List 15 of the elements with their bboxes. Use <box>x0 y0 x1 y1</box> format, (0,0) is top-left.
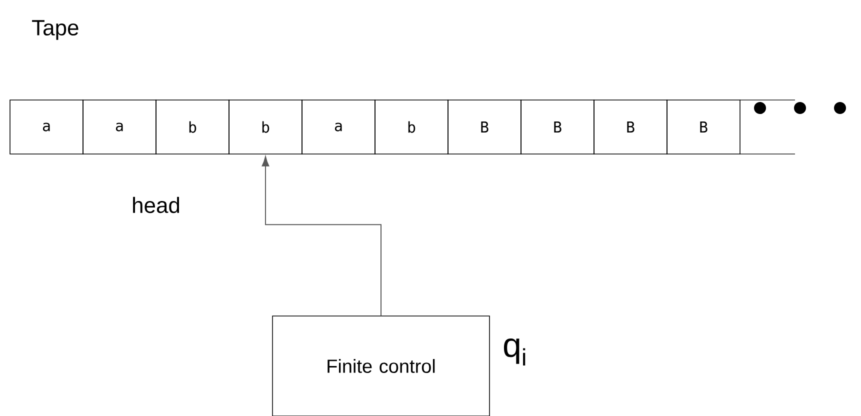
tape-cell: B <box>448 100 522 154</box>
tape-cell: B <box>594 100 668 154</box>
tape-cell: b <box>156 100 230 154</box>
tape-cell: a <box>10 100 84 154</box>
tape-cell: B <box>520 100 594 154</box>
text-label: head <box>133 196 180 214</box>
tape-cell: b <box>228 100 302 154</box>
tape-cell: b <box>374 100 448 154</box>
tape-cell: a <box>82 100 156 154</box>
state-label: q$_{i}$ <box>504 338 526 366</box>
arrow <box>262 156 382 316</box>
text-label: Tape <box>32 20 78 40</box>
tape-cell: a <box>302 100 376 154</box>
tape-cell: B <box>666 100 740 154</box>
control-box: Finite control <box>272 316 490 416</box>
